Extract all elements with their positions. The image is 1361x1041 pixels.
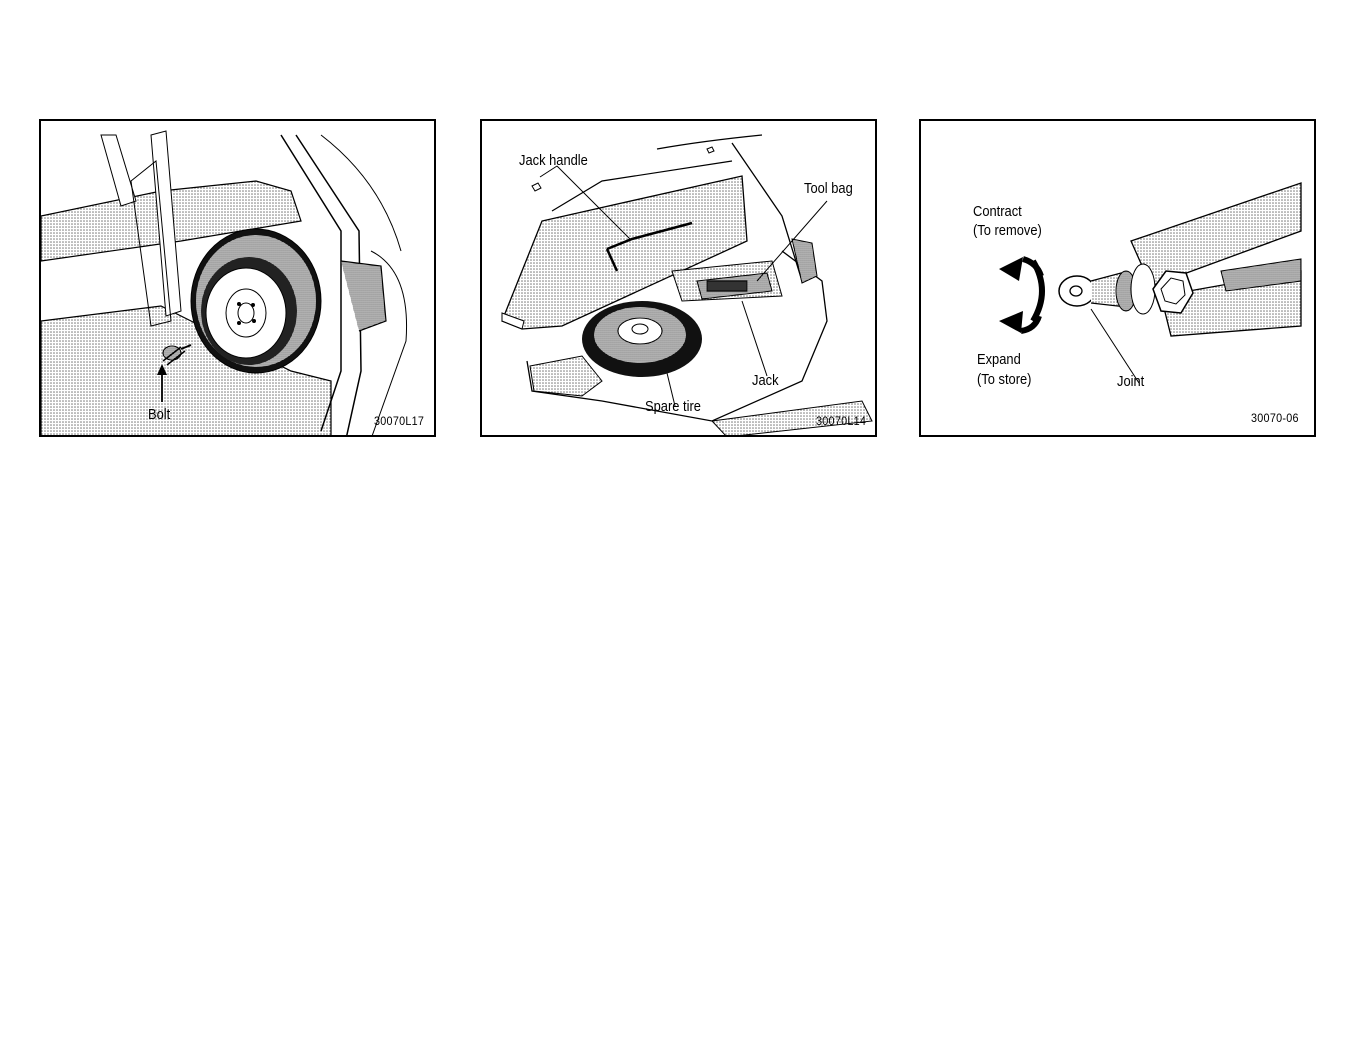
figure-code: 30070L14: [816, 414, 866, 428]
contract-sub-label: (To remove): [973, 222, 1042, 239]
figure-cargo-layout: Jack handle Tool bag Jack Spare tire 300…: [480, 119, 877, 437]
figure-code: 30070L17: [374, 414, 424, 428]
jack-handle-label: Jack handle: [519, 152, 588, 169]
bolt-label: Bolt: [148, 406, 170, 423]
figure-spare-tire-mount: Bolt 30070L17: [39, 119, 436, 437]
joint-label: Joint: [1117, 373, 1144, 390]
figure-jack-joint: Contract (To remove) Expand (To store) J…: [919, 119, 1316, 437]
spare-tire-label: Spare tire: [645, 398, 701, 415]
expand-label: Expand: [977, 351, 1021, 368]
tool-bag-label: Tool bag: [804, 180, 853, 197]
contract-label: Contract: [973, 203, 1022, 220]
figure-code: 30070-06: [1251, 411, 1299, 425]
expand-sub-label: (To store): [977, 371, 1031, 388]
jack-label: Jack: [752, 372, 779, 389]
spare-tire-mount-illustration: [41, 121, 436, 437]
